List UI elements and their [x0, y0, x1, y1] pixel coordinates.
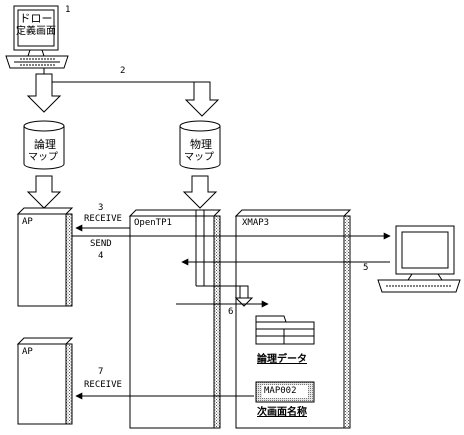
logical-map-label-line1: 論理: [34, 138, 56, 151]
logical-data-label: 論理データ: [257, 354, 307, 365]
step-number-1: 1: [65, 5, 71, 15]
step-number-6: 6: [228, 307, 234, 317]
logical-map-cylinder: [23, 120, 65, 170]
step-number-5: 5: [363, 263, 369, 273]
client-terminal: [377, 225, 461, 293]
logical-data-folder: [255, 315, 315, 345]
next-screen-label: 次画面名称: [257, 407, 307, 418]
logical-map-label-line2: マップ: [28, 152, 58, 163]
hollow-arrow-physical-to-opentp: [182, 175, 218, 209]
ap-box-bottom: [16, 337, 74, 425]
map-id-label: MAP002: [264, 386, 297, 396]
hollow-arrow-logical-to-ap: [26, 175, 62, 209]
draw-definition-terminal: [5, 5, 69, 69]
receive-label-2: RECEIVE: [84, 380, 122, 390]
xmap3-label: XMAP3: [242, 218, 270, 228]
step-number-7: 7: [98, 367, 104, 377]
send-label: SEND: [90, 239, 112, 249]
opentp1-box: [128, 209, 222, 429]
terminal-label-line1: ドロー: [19, 12, 53, 25]
physical-map-cylinder: [179, 120, 221, 170]
ap-top-label: AP: [22, 217, 33, 227]
ap-box-top: [16, 207, 74, 307]
step-number-4: 4: [98, 251, 104, 261]
step-number-3: 3: [98, 203, 104, 213]
physical-map-label-line1: 物理: [190, 138, 212, 151]
opentp1-label: OpenTP1: [134, 218, 172, 228]
next-screen-name-box: [255, 381, 315, 403]
flow-arrows: [72, 224, 391, 400]
receive-label-1: RECEIVE: [84, 214, 122, 224]
physical-map-route: [195, 210, 254, 307]
physical-map-label-line2: マップ: [184, 152, 214, 163]
ap-bottom-label: AP: [22, 347, 33, 357]
terminal-label-line2: 定義画面: [16, 26, 56, 37]
step-number-2: 2: [120, 66, 126, 76]
hollow-arrow-to-logical: [26, 73, 62, 113]
hollow-arrow-to-physical: [178, 81, 224, 118]
